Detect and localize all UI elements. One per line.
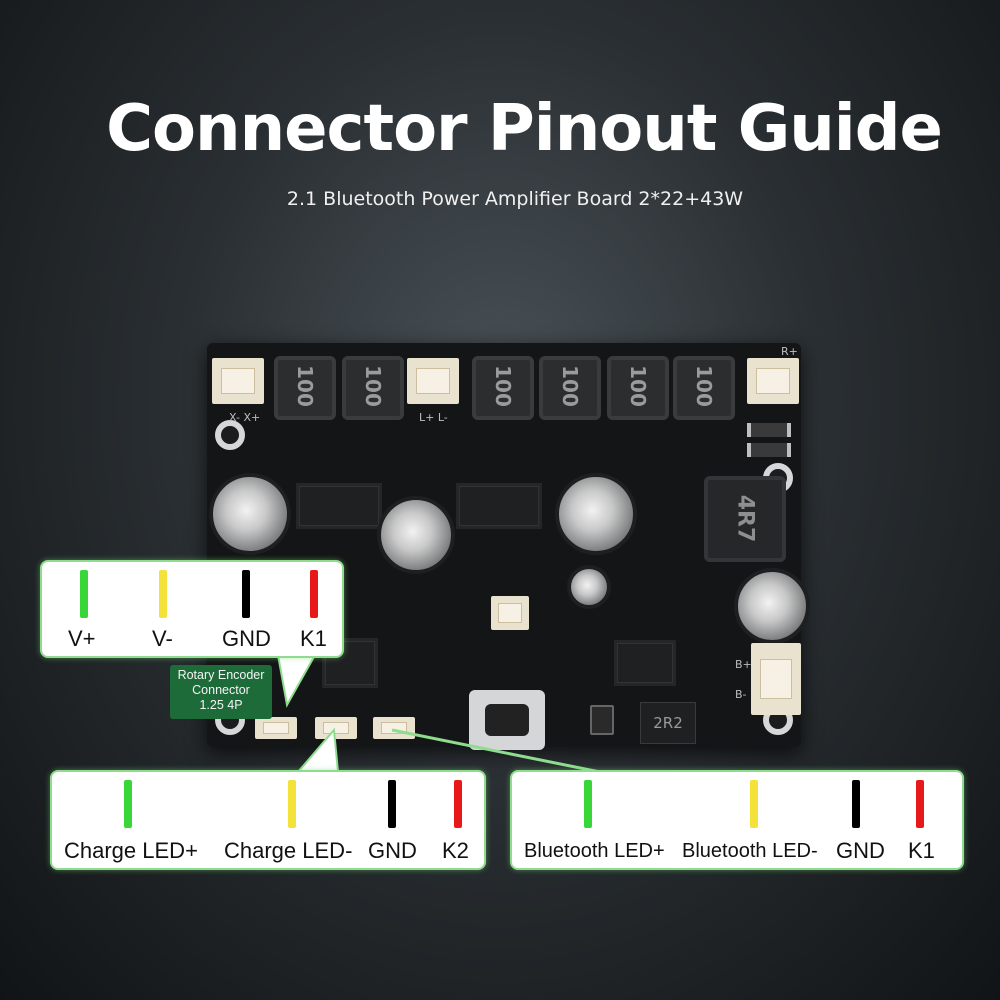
wire-color-bar: [242, 570, 250, 618]
mid-connector: [491, 596, 529, 630]
pin-label: Bluetooth LED+: [524, 840, 665, 862]
bluetooth-led-connector: [373, 717, 415, 739]
callout-bluetooth-led: Bluetooth LED+ Bluetooth LED- GND K1: [510, 770, 964, 870]
silk-b-minus: B-: [735, 688, 747, 701]
speaker-connector-x: [212, 358, 264, 404]
pin-label: Bluetooth LED-: [682, 840, 818, 862]
page-subtitle: 2.1 Bluetooth Power Amplifier Board 2*22…: [286, 188, 744, 210]
capacitor: [555, 473, 637, 555]
callout-rotary-encoder: V+ V- GND K1: [40, 560, 344, 658]
page-title: Connector Pinout Guide: [106, 92, 943, 166]
inductor: 100: [274, 356, 336, 420]
inductor: 100: [342, 356, 404, 420]
small-capacitor: [567, 565, 611, 609]
wire-color-bar: [750, 780, 758, 828]
wire-color-bar: [288, 780, 296, 828]
wire-color-bar: [124, 780, 132, 828]
pcb-board: 100 100 100 100 100 100 X- X+ L+ L- R+ B…: [207, 343, 810, 750]
pin-label: K1: [300, 626, 327, 651]
smd-resistor: [747, 423, 791, 437]
wire-color-bar: [310, 570, 318, 618]
silk-x: X- X+: [229, 411, 261, 424]
wire-color-bar: [454, 780, 462, 828]
rotary-encoder-connector: [255, 717, 297, 739]
capacitor: [377, 496, 455, 574]
controller-chip: [617, 643, 673, 683]
wire-color-bar: [388, 780, 396, 828]
pin-label: GND: [836, 838, 885, 863]
pin-label: K2: [442, 838, 469, 863]
silk-r: R+: [781, 345, 798, 358]
speaker-connector-l: [407, 358, 459, 404]
wire-color-bar: [852, 780, 860, 828]
pin-label: V-: [152, 626, 173, 651]
usb-c-port: [469, 690, 545, 750]
pin-label: GND: [222, 626, 271, 651]
bass-connector: [751, 643, 801, 715]
pin-label: K1: [908, 838, 935, 863]
pin-label: Charge LED+: [64, 838, 198, 863]
wire-color-bar: [916, 780, 924, 828]
switch-button: [590, 705, 614, 735]
wire-color-bar: [584, 780, 592, 828]
rotary-encoder-tag: Rotary Encoder Connector 1.25 4P: [170, 665, 272, 719]
callout-charge-led: Charge LED+ Charge LED- GND K2: [50, 770, 486, 870]
wire-color-bar: [159, 570, 167, 618]
amplifier-chip: [299, 486, 379, 526]
silk-l: L+ L-: [419, 411, 448, 424]
inductor: 100: [673, 356, 735, 420]
pin-label: Charge LED-: [224, 838, 353, 863]
speaker-connector-r: [747, 358, 799, 404]
smd-resistor: [747, 443, 791, 457]
capacitor: [209, 473, 291, 555]
inductor: 100: [607, 356, 669, 420]
mount-hole: [215, 420, 245, 450]
capacitor: [734, 568, 810, 644]
amplifier-chip: [459, 486, 539, 526]
wire-color-bar: [80, 570, 88, 618]
pin-label: V+: [68, 626, 96, 651]
inductor: 100: [539, 356, 601, 420]
silk-b-plus: B+: [735, 658, 752, 671]
small-inductor: 2R2: [640, 702, 696, 744]
big-inductor: 4R7: [704, 476, 786, 562]
inductor: 100: [472, 356, 534, 420]
charge-led-connector: [315, 717, 357, 739]
pin-label: GND: [368, 838, 417, 863]
